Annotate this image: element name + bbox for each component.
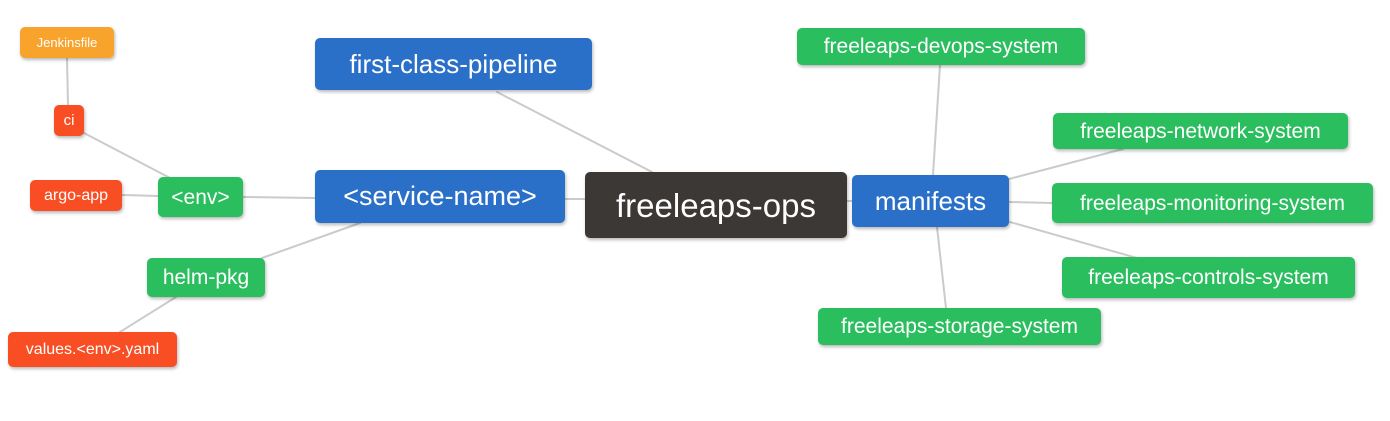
node-argo-app[interactable]: argo-app — [30, 180, 122, 211]
edge-jenkinsfile-ci — [66, 57, 69, 106]
edge-ci-env — [83, 132, 173, 180]
edge-manifests-freeleaps-controls-system — [1009, 221, 1138, 259]
edge-argo-app-env — [121, 194, 159, 197]
edge-manifests-freeleaps-network-system — [1008, 148, 1124, 180]
node-first-class-pipeline[interactable]: first-class-pipeline — [315, 38, 592, 90]
edge-manifests-freeleaps-devops-system — [932, 64, 941, 176]
node-env[interactable]: <env> — [158, 177, 243, 217]
edge-service-name-helm-pkg — [261, 222, 361, 259]
node-jenkinsfile[interactable]: Jenkinsfile — [20, 27, 114, 58]
edge-helm-pkg-values-env-yaml — [119, 296, 177, 333]
edge-manifests-freeleaps-monitoring-system — [1008, 201, 1053, 204]
node-ci[interactable]: ci — [54, 105, 84, 136]
node-values-env-yaml[interactable]: values.<env>.yaml — [8, 332, 177, 367]
node-freeleaps-network-system[interactable]: freeleaps-network-system — [1053, 113, 1348, 149]
node-service-name[interactable]: <service-name> — [315, 170, 565, 223]
node-freeleaps-controls-system[interactable]: freeleaps-controls-system — [1062, 257, 1355, 298]
edge-manifests-freeleaps-storage-system — [936, 226, 947, 309]
node-manifests[interactable]: manifests — [852, 175, 1009, 227]
node-freeleaps-ops[interactable]: freeleaps-ops — [585, 172, 847, 238]
node-freeleaps-monitoring-system[interactable]: freeleaps-monitoring-system — [1052, 183, 1373, 223]
node-freeleaps-storage-system[interactable]: freeleaps-storage-system — [818, 308, 1101, 345]
node-freeleaps-devops-system[interactable]: freeleaps-devops-system — [797, 28, 1085, 65]
node-helm-pkg[interactable]: helm-pkg — [147, 258, 265, 297]
edge-first-class-pipeline-freeleaps-ops — [496, 91, 653, 173]
edge-env-service-name — [242, 196, 316, 199]
